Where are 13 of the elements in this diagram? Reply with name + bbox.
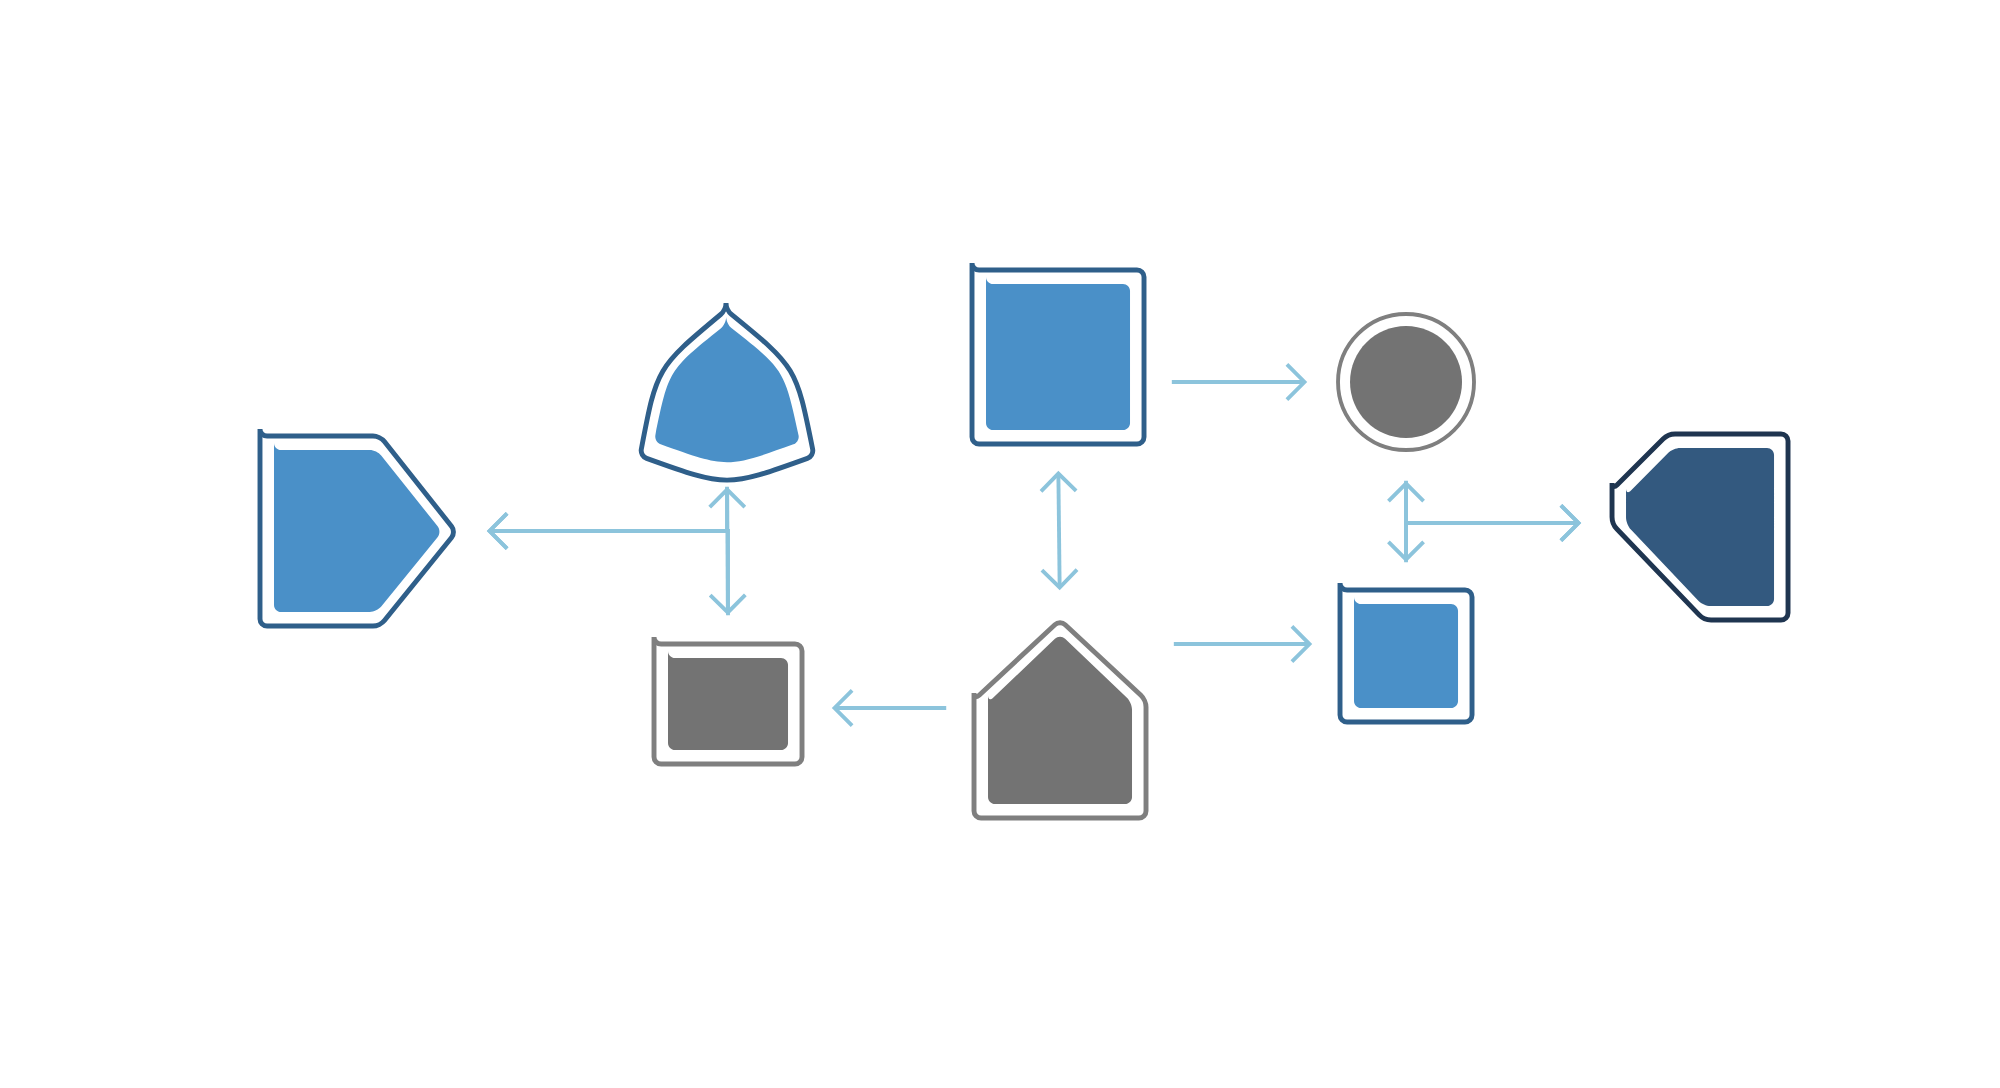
- triangle-shape: [638, 300, 816, 483]
- arrow: [1173, 625, 1313, 663]
- pentagon-shape: [257, 426, 456, 629]
- arrow: [1404, 504, 1582, 563]
- pentagon-shape: [1609, 431, 1791, 623]
- arrow: [831, 689, 947, 727]
- circle-shape: [1336, 312, 1476, 452]
- arrow: [486, 512, 730, 616]
- pentagon-shape: [971, 620, 1149, 821]
- arrow: [1171, 363, 1308, 401]
- arrow: [1039, 470, 1079, 591]
- arrow: [708, 486, 747, 616]
- arrow: [1387, 480, 1425, 563]
